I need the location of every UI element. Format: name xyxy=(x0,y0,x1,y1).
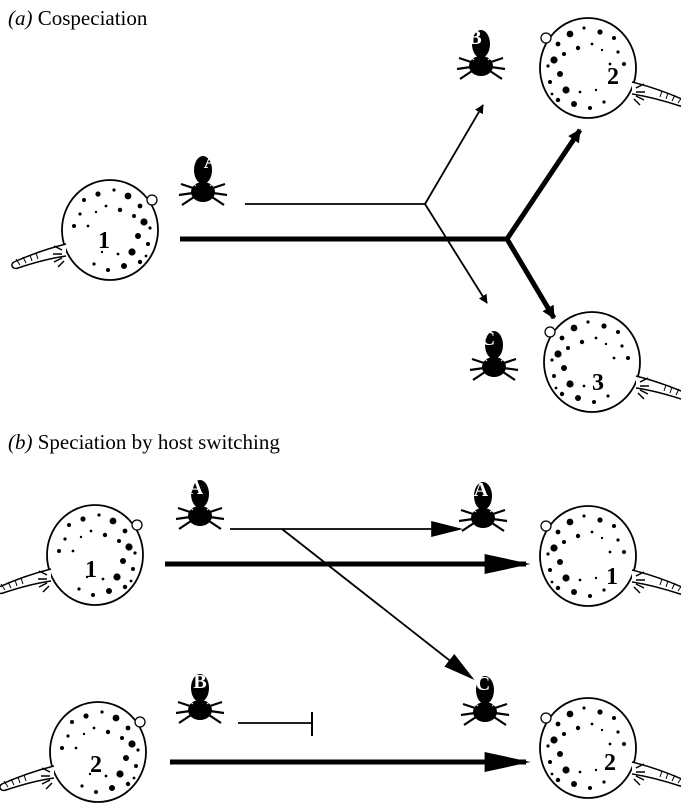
panel-b-parasite-B-label: B xyxy=(193,671,206,693)
panel-a-host-1: 1 xyxy=(11,179,159,281)
panel-a-arrow-to-host-3 xyxy=(504,237,557,320)
panel-a-parasite-A-label: A xyxy=(204,151,219,173)
panel-a-parasite-B-label: B xyxy=(468,27,481,49)
panel-b-host-1-right xyxy=(539,505,681,607)
panel-a-host-3 xyxy=(543,311,681,413)
panel-b-parasite-A-right: A xyxy=(457,479,509,533)
panel-b-parasite-C-label: C xyxy=(476,673,490,695)
panel-b-parasite-A-left-label: A xyxy=(189,477,204,499)
panel-b-host-2-left-label: 2 xyxy=(90,752,102,778)
panel-a-tag: (a) xyxy=(8,6,33,30)
panel-b-parasite-B: B xyxy=(174,671,226,725)
panel-a-title-text: Cospeciation xyxy=(37,6,148,30)
panel-b-parasite-C: C xyxy=(459,673,511,727)
panel-b-host-1-left: 1 xyxy=(0,504,144,606)
panel-b-arrow-A-to-C xyxy=(281,528,475,680)
panel-b-host-1-right-label: 1 xyxy=(606,564,618,590)
panel-b-host-1-left-label: 1 xyxy=(85,557,97,583)
panel-b-host-2-right-label: 2 xyxy=(604,750,616,776)
panel-a-host-2-label: 2 xyxy=(607,64,619,90)
panel-a-parasite-C-label: C xyxy=(481,328,495,350)
panel-a-title: (a) Cospeciation xyxy=(8,6,147,31)
panel-a-arrow-to-C xyxy=(424,203,488,304)
panel-a-parasite-C: C xyxy=(468,328,520,382)
panel-b-host-2-right xyxy=(539,697,681,799)
panel-a-parasite-B: B xyxy=(455,27,507,81)
panel-b-tag: (b) xyxy=(8,430,33,454)
panel-b-title: (b) Speciation by host switching xyxy=(8,430,280,455)
panel-b-parasite-A-left: A xyxy=(174,477,226,531)
panel-b-parasite-A-right-label: A xyxy=(474,479,489,501)
panel-a-arrow-to-host-2 xyxy=(504,128,583,241)
panel-a-host-1-label: 1 xyxy=(98,228,110,254)
panel-a-parasite-A: A xyxy=(177,151,229,207)
panel-a-host-3-label: 3 xyxy=(592,370,604,396)
panel-a-arrow-to-B xyxy=(424,104,484,205)
panel-b-host-2-left: 2 xyxy=(0,701,147,803)
panel-b-title-text: Speciation by host switching xyxy=(37,430,280,454)
